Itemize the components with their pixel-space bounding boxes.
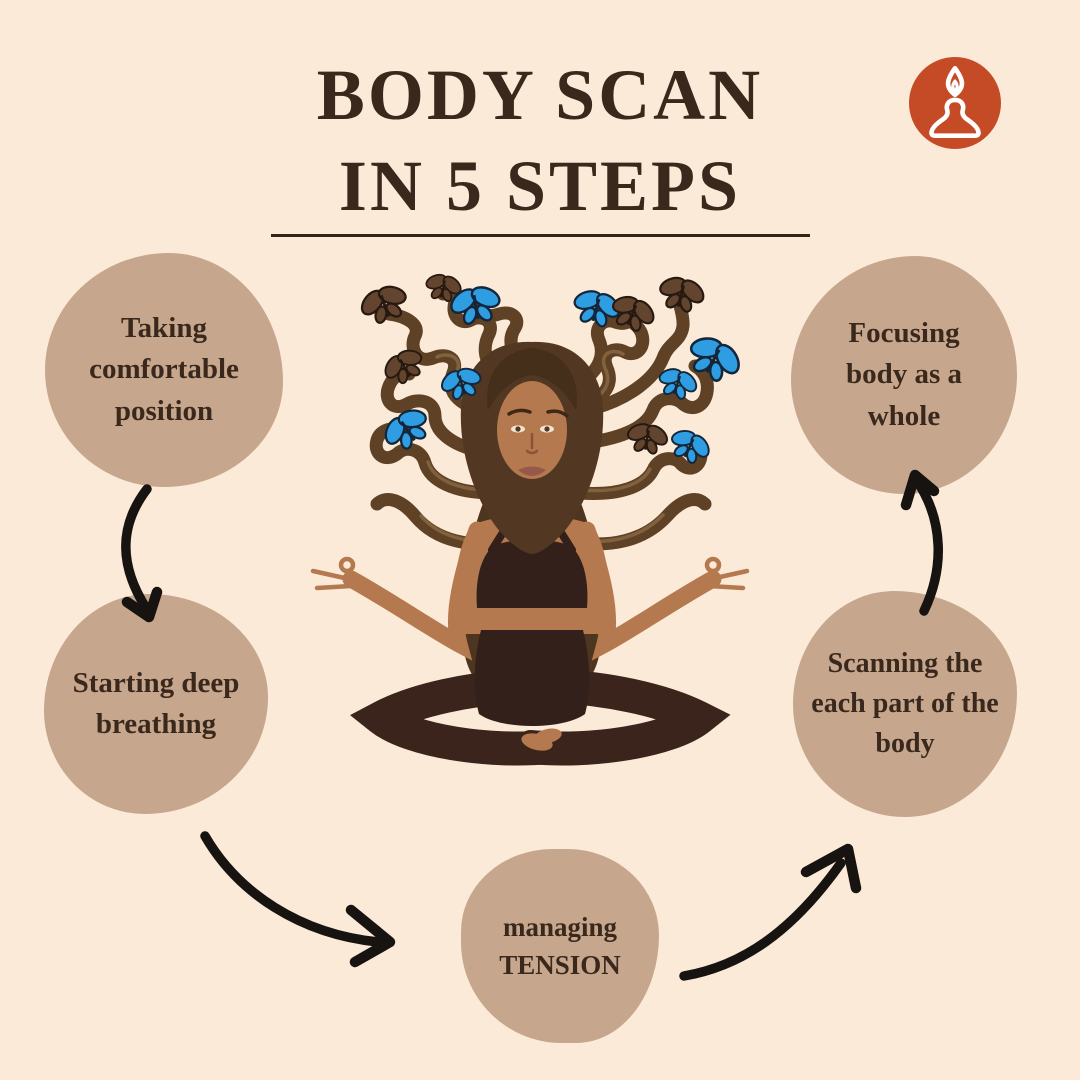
meditating-woman-illustration (310, 267, 753, 766)
arrow-step4-to-step5 (900, 469, 943, 616)
crossed-legs (350, 669, 731, 766)
page-title: BODY SCAN IN 5 STEPS (316, 55, 764, 226)
step-circle-5: Focusing body as a whole (791, 256, 1017, 494)
arrow-step3-to-step4 (679, 843, 862, 981)
meditation-flame-icon (929, 65, 981, 139)
mudra-hands (310, 556, 750, 591)
feet (521, 728, 562, 751)
step-circle-1: Taking comfortable position (45, 253, 283, 487)
step-circle-3: managing TENSION (461, 849, 659, 1043)
facial-features (507, 408, 569, 476)
brand-logo (909, 57, 1001, 149)
shorts (474, 630, 590, 726)
face (497, 381, 567, 479)
hair-crown (487, 348, 577, 410)
title-underline (271, 234, 810, 237)
step-circle-4: Scanning the each part of the body (793, 591, 1017, 817)
step-circle-2: Starting deep breathing (44, 594, 268, 814)
arrow-step2-to-step3 (200, 831, 396, 968)
